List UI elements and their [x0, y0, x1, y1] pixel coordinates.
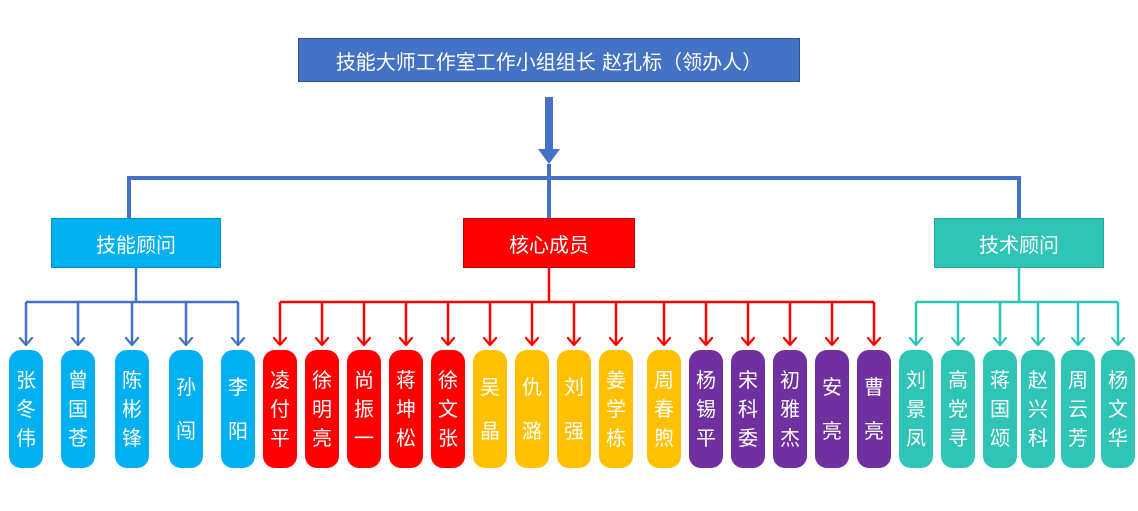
- arrow-head-icon: [230, 336, 246, 347]
- member-name: 周春煦: [654, 367, 674, 450]
- member-card: 高党寻: [941, 350, 975, 468]
- member-card: 蒋国颂: [983, 350, 1017, 468]
- member-card: 曾国苍: [61, 350, 95, 468]
- leader-box: 技能大师工作室工作小组组长 赵孔标（领办人）: [298, 38, 800, 82]
- arrow-head-icon: [398, 336, 414, 347]
- member-name: 吴晶: [480, 375, 500, 443]
- member-card: 蒋坤松: [389, 350, 423, 468]
- arrow-head-icon: [440, 336, 456, 347]
- member-name: 张冬伟: [16, 367, 36, 450]
- arrow-head-icon: [178, 336, 194, 347]
- arrow-head-icon: [272, 336, 288, 347]
- arrow-head-icon: [356, 336, 372, 347]
- member-name: 姜学栋: [606, 367, 626, 450]
- member-card: 杨文华: [1101, 350, 1135, 468]
- group-label: 核心成员: [509, 232, 589, 257]
- arrow-head-icon: [482, 336, 498, 347]
- member-name: 初雅杰: [780, 367, 800, 450]
- member-card: 初雅杰: [773, 350, 807, 468]
- member-name: 曹亮: [864, 375, 884, 443]
- member-card: 杨锡平: [689, 350, 723, 468]
- arrow-head-icon: [992, 336, 1008, 347]
- arrow-head-icon: [524, 336, 540, 347]
- arrow-head-icon: [1030, 336, 1046, 347]
- member-name: 周云芳: [1068, 367, 1088, 450]
- member-card: 张冬伟: [9, 350, 43, 468]
- member-card: 徐明亮: [305, 350, 339, 468]
- member-name: 杨锡平: [696, 367, 716, 450]
- arrow-head-icon: [950, 336, 966, 347]
- member-name: 尚振一: [354, 367, 374, 450]
- arrow-head-icon: [608, 336, 624, 347]
- arrow-head-icon: [740, 336, 756, 347]
- member-card: 孙闯: [169, 350, 203, 468]
- member-name: 李阳: [228, 375, 248, 443]
- member-name: 安亮: [822, 375, 842, 443]
- member-card: 周云芳: [1061, 350, 1095, 468]
- member-card: 刘强: [557, 350, 591, 468]
- down-arrow-icon: [538, 149, 560, 164]
- group-tech-advisors: 技术顾问: [934, 218, 1104, 268]
- member-name: 高党寻: [948, 367, 968, 450]
- arrow-head-icon: [314, 336, 330, 347]
- member-name: 曾国苍: [68, 367, 88, 450]
- group-label: 技术顾问: [979, 232, 1059, 257]
- member-card: 仇潞: [515, 350, 549, 468]
- member-name: 宋科委: [738, 367, 758, 450]
- group-skill-advisors: 技能顾问: [51, 218, 221, 268]
- member-card: 姜学栋: [599, 350, 633, 468]
- arrow-head-icon: [566, 336, 582, 347]
- arrow-head-icon: [782, 336, 798, 347]
- member-name: 刘景凤: [906, 367, 926, 450]
- member-card: 徐文张: [431, 350, 465, 468]
- member-name: 蒋坤松: [396, 367, 416, 450]
- arrow-head-icon: [18, 336, 34, 347]
- group-label: 技能顾问: [96, 232, 176, 257]
- member-name: 陈彬锋: [122, 367, 142, 450]
- arrow-head-icon: [70, 336, 86, 347]
- member-name: 仇潞: [522, 375, 542, 443]
- member-name: 徐明亮: [312, 367, 332, 450]
- arrow-head-icon: [824, 336, 840, 347]
- member-card: 尚振一: [347, 350, 381, 468]
- arrow-head-icon: [656, 336, 672, 347]
- member-card: 凌付平: [263, 350, 297, 468]
- member-card: 吴晶: [473, 350, 507, 468]
- member-card: 陈彬锋: [115, 350, 149, 468]
- member-name: 赵兴科: [1028, 367, 1048, 450]
- member-name: 刘强: [564, 375, 584, 443]
- member-card: 宋科委: [731, 350, 765, 468]
- member-name: 孙闯: [176, 375, 196, 443]
- member-card: 周春煦: [647, 350, 681, 468]
- down-arrow-shaft: [545, 97, 553, 149]
- member-card: 曹亮: [857, 350, 891, 468]
- member-name: 凌付平: [270, 367, 290, 450]
- member-card: 赵兴科: [1021, 350, 1055, 468]
- leader-label: 技能大师工作室工作小组组长 赵孔标（领办人）: [335, 49, 763, 74]
- member-card: 李阳: [221, 350, 255, 468]
- arrow-head-icon: [124, 336, 140, 347]
- arrow-head-icon: [908, 336, 924, 347]
- arrow-head-icon: [1110, 336, 1126, 347]
- group-core-members: 核心成员: [463, 218, 635, 268]
- member-name: 杨文华: [1108, 367, 1128, 450]
- member-card: 刘景凤: [899, 350, 933, 468]
- member-card: 安亮: [815, 350, 849, 468]
- arrow-head-icon: [866, 336, 882, 347]
- member-name: 徐文张: [438, 367, 458, 450]
- member-name: 蒋国颂: [990, 367, 1010, 450]
- arrow-head-icon: [1070, 336, 1086, 347]
- arrow-head-icon: [698, 336, 714, 347]
